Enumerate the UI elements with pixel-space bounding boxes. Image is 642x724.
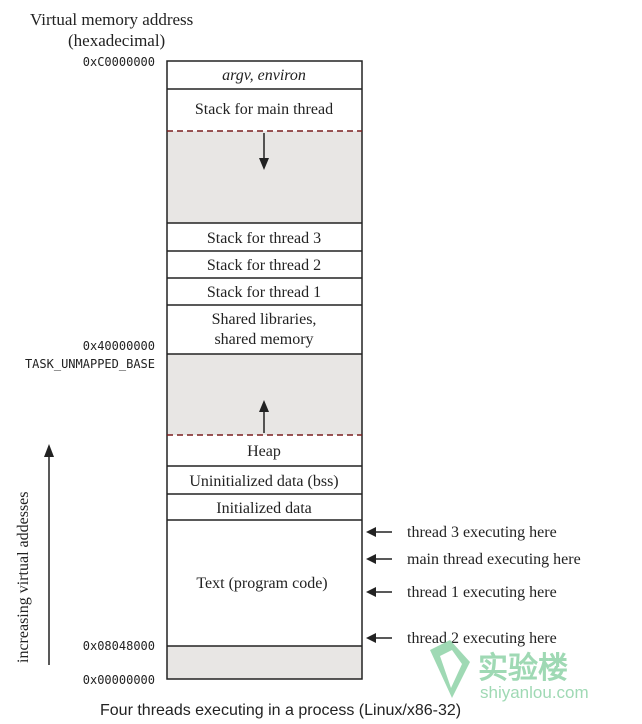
address-top: 0xC0000000 <box>83 55 155 69</box>
segment-text: Text (program code) <box>196 575 327 592</box>
watermark-en: shiyanlou.com <box>480 683 589 702</box>
increasing-address-arrow <box>44 444 54 665</box>
address-text-start: 0x08048000 <box>83 639 155 653</box>
address-space-box <box>166 60 363 680</box>
watermark-cn: 实验楼 <box>478 651 568 685</box>
thread-3-label: thread 3 executing here <box>407 524 557 541</box>
figure-caption: Four threads executing in a process (Lin… <box>100 702 462 719</box>
axis-title-line2: (hexadecimal) <box>68 31 166 50</box>
segment-stack-thread-3: Stack for thread 3 <box>207 230 321 247</box>
address-mid: 0x40000000 <box>83 339 155 353</box>
thread-1-label: thread 1 executing here <box>407 584 557 601</box>
segment-separators <box>167 88 362 647</box>
segment-main-stack: Stack for main thread <box>195 101 333 118</box>
main-thread-pointer: main thread executing here <box>366 551 581 568</box>
segment-shared-memory: shared memory <box>214 331 313 348</box>
thread-1-pointer: thread 1 executing here <box>366 584 557 601</box>
main-thread-label: main thread executing here <box>407 551 581 568</box>
segment-initialized-data: Initialized data <box>216 500 312 517</box>
stack-grows-down-arrow <box>259 133 269 170</box>
segment-argv-environ: argv, environ <box>222 67 306 84</box>
segment-bss: Uninitialized data (bss) <box>189 473 338 490</box>
segment-shared-libraries: Shared libraries, <box>212 311 317 328</box>
thread-2-label: thread 2 executing here <box>407 630 557 647</box>
thread-2-pointer: thread 2 executing here <box>366 630 557 647</box>
address-bottom: 0x00000000 <box>83 673 155 687</box>
segment-heap: Heap <box>247 443 281 460</box>
axis-title-line1: Virtual memory address <box>30 10 194 29</box>
segment-stack-thread-1: Stack for thread 1 <box>207 284 321 301</box>
increasing-address-label: increasing virtual addesses <box>15 492 32 664</box>
heap-grows-up-arrow <box>259 400 269 433</box>
low-reserved-region <box>167 646 362 679</box>
address-task-unmapped-base: TASK_UNMAPPED_BASE <box>25 357 155 371</box>
watermark-logo: 实验楼 shiyanlou.com <box>430 640 589 702</box>
segment-stack-thread-2: Stack for thread 2 <box>207 257 321 274</box>
thread-3-pointer: thread 3 executing here <box>366 524 557 541</box>
